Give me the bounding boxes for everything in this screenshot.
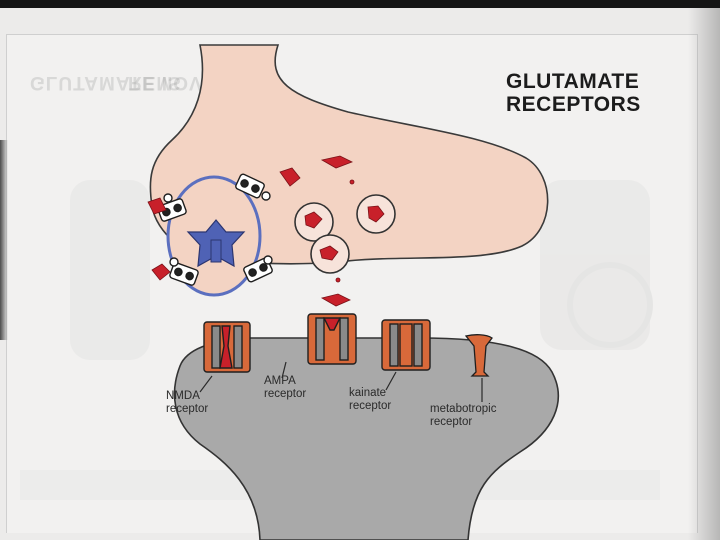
metabotropic-receptor-label: metabotropic receptor <box>430 403 497 428</box>
nmda-receptor-label: NMDA receptor <box>166 390 209 415</box>
title-line-1: GLUTAMATE <box>506 70 640 93</box>
label-pointer-lines <box>199 361 483 402</box>
transporter-core <box>210 239 222 263</box>
uptake-pumps <box>157 173 273 286</box>
kainate-receptor-label: kainate receptor <box>349 387 392 412</box>
page-shadow-right <box>688 8 720 540</box>
ampa-receptor-channel <box>307 313 357 365</box>
nmda-receptor-channel <box>203 321 251 373</box>
glutamate-molecules <box>147 155 385 307</box>
kainate-receptor-channel <box>381 319 431 371</box>
title-line-2: RECEPTORS <box>506 93 641 116</box>
page-shadow-left <box>0 140 8 340</box>
diagram-title: GLUTAMATE RECEPTORS <box>506 70 696 116</box>
metabotropic-receptor <box>464 334 493 377</box>
ampa-receptor-label: AMPA receptor <box>264 375 307 400</box>
